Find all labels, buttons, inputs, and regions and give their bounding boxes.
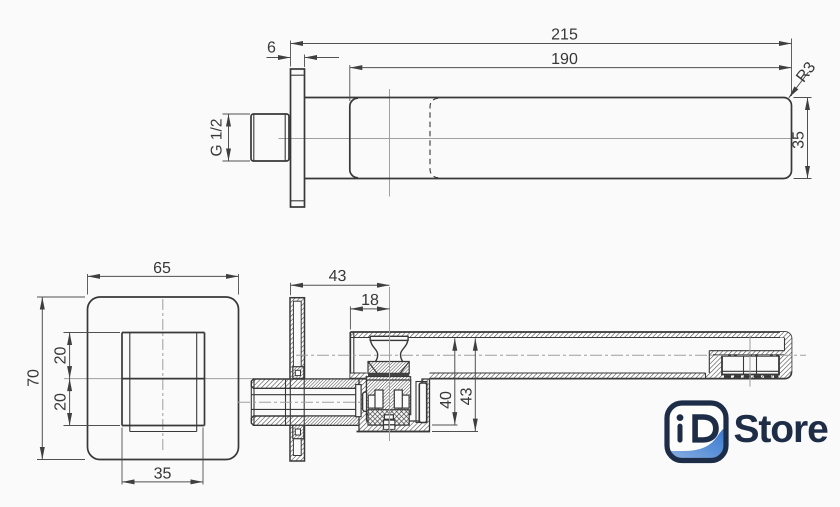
svg-text:G 1/2: G 1/2 [209, 119, 226, 157]
svg-text:Store: Store [734, 408, 829, 451]
svg-text:215: 215 [551, 27, 578, 44]
svg-text:43: 43 [329, 268, 347, 285]
svg-text:190: 190 [551, 51, 578, 68]
svg-text:35: 35 [154, 465, 172, 482]
svg-text:35: 35 [791, 131, 808, 149]
svg-text:18: 18 [361, 292, 379, 309]
svg-text:40: 40 [438, 391, 455, 409]
svg-text:20: 20 [53, 347, 70, 365]
svg-text:65: 65 [153, 260, 171, 277]
svg-text:43: 43 [458, 388, 475, 406]
svg-text:6: 6 [267, 40, 276, 57]
svg-text:20: 20 [53, 393, 70, 411]
svg-text:70: 70 [26, 369, 43, 387]
